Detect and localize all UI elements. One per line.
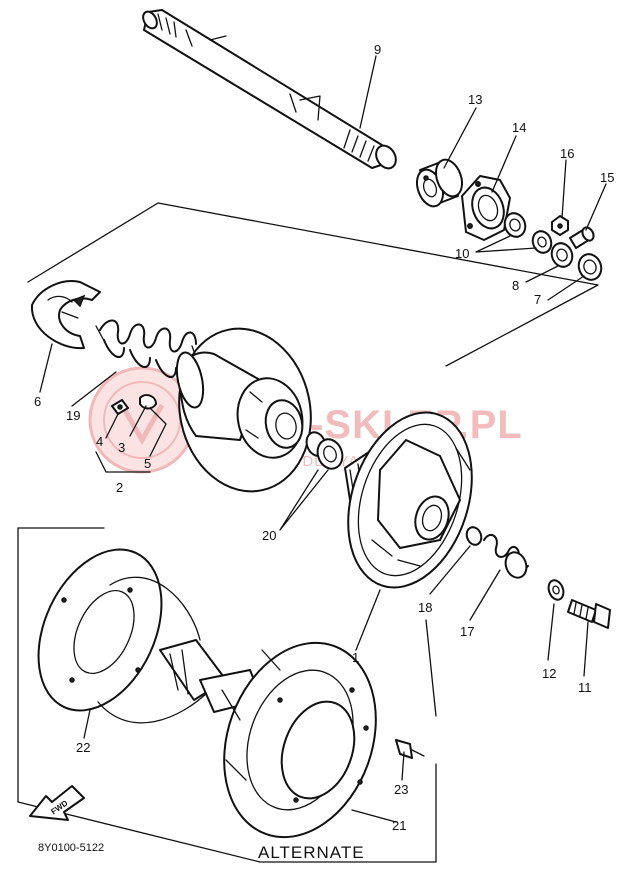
pin-and-roller-set xyxy=(95,394,167,473)
callout-16: 16 xyxy=(560,146,574,161)
roller-and-spring xyxy=(465,526,529,579)
bearing xyxy=(415,158,464,208)
callout-21: 21 xyxy=(392,818,406,833)
callout-1: 1 xyxy=(352,650,359,665)
callout-22: 22 xyxy=(76,740,90,755)
callout-3: 3 xyxy=(118,440,125,455)
callout-10: 10 xyxy=(455,246,469,261)
callout-19: 19 xyxy=(66,408,80,423)
callout-12: 12 xyxy=(542,666,556,681)
sliding-sheave xyxy=(175,327,312,493)
callout-17: 17 xyxy=(460,624,474,639)
torque-cam xyxy=(30,280,101,350)
leader-lines xyxy=(39,55,607,823)
fixed-sheave xyxy=(344,411,473,589)
drive-shaft xyxy=(142,9,397,170)
callout-labels: 9 13 14 16 15 10 8 7 6 19 4 3 5 2 20 1 1… xyxy=(34,42,614,833)
spacer-collars xyxy=(305,431,344,470)
alternate-outline xyxy=(17,527,437,863)
callout-2: 2 xyxy=(116,480,123,495)
callout-9: 9 xyxy=(374,42,381,57)
callout-11: 11 xyxy=(578,680,592,695)
callout-8: 8 xyxy=(512,278,519,293)
callout-6: 6 xyxy=(34,394,41,409)
alternate-assembly xyxy=(37,548,425,839)
callout-14: 14 xyxy=(512,120,526,135)
callout-5: 5 xyxy=(144,456,151,471)
callout-23: 23 xyxy=(394,782,408,797)
callout-20: 20 xyxy=(262,528,276,543)
assembly-outline-upper xyxy=(27,202,599,367)
alternate-label: ALTERNATE xyxy=(258,843,365,862)
callout-7: 7 xyxy=(534,292,541,307)
drawing-code: 8Y0100-5122 xyxy=(38,842,104,854)
bolt-and-washer xyxy=(547,579,611,629)
callout-15: 15 xyxy=(600,170,614,185)
callout-18: 18 xyxy=(418,600,432,615)
fwd-arrow: FWD xyxy=(29,785,85,821)
callout-13: 13 xyxy=(468,92,482,107)
washers-and-fasteners xyxy=(503,212,603,281)
callout-4: 4 xyxy=(96,434,103,449)
bearing-holder xyxy=(461,175,511,241)
